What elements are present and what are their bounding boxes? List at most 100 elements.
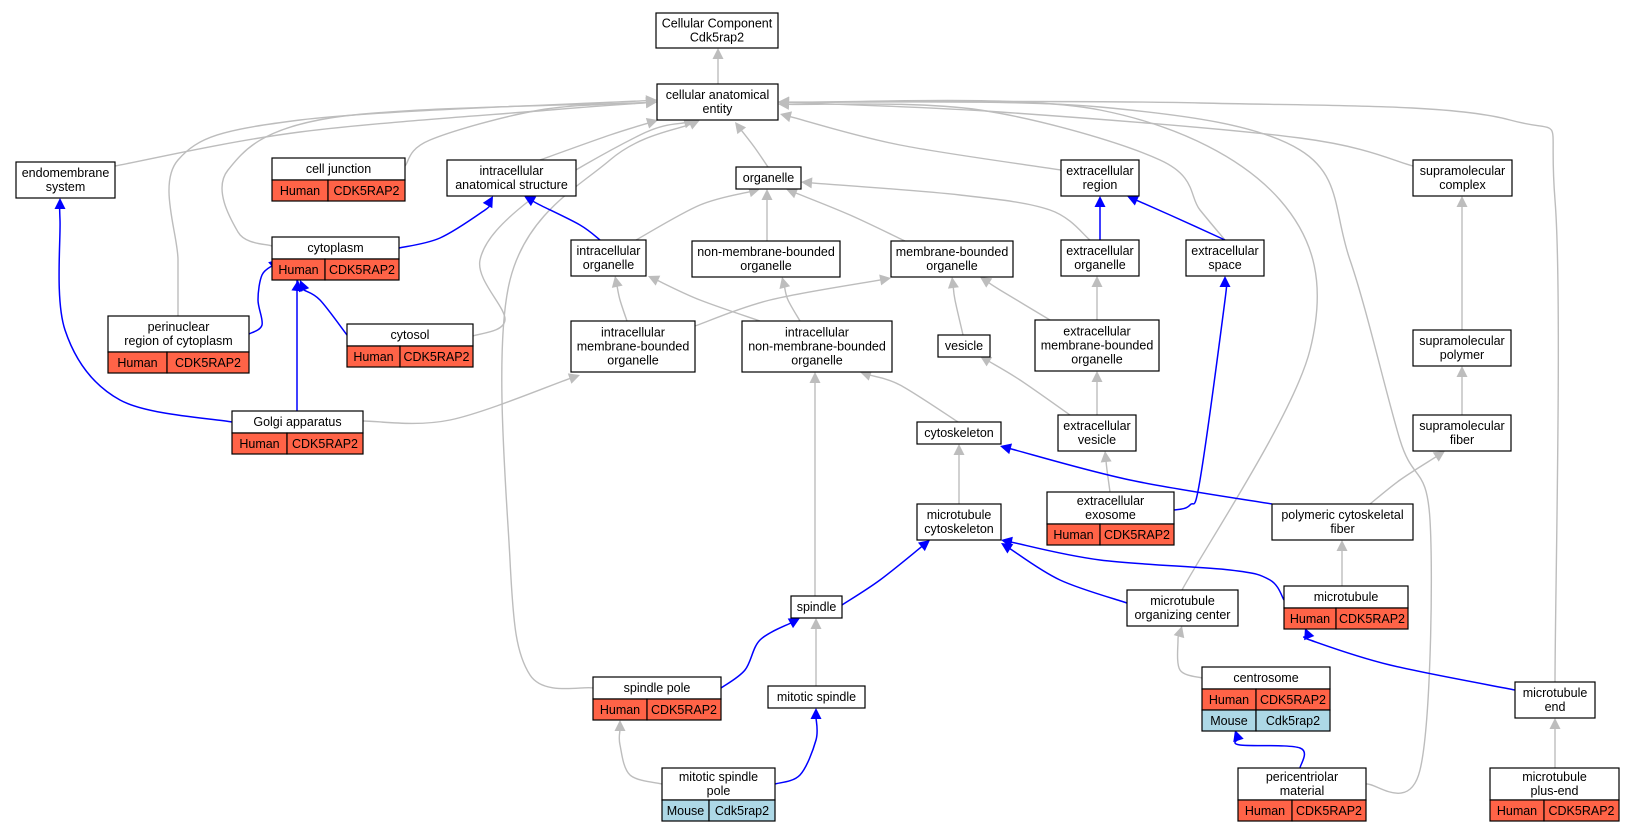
gene-label: CDK5RAP2 — [651, 703, 717, 717]
arrowhead — [1219, 276, 1231, 287]
edge-golgi-to-cytoplasm — [291, 280, 303, 411]
arrowhead — [1549, 718, 1561, 729]
arrowhead — [953, 444, 965, 455]
node-mitspindle[interactable]: mitotic spindle — [767, 685, 866, 709]
node-label: complex — [1439, 178, 1486, 192]
node-label: membrane-bounded — [577, 339, 690, 353]
edge-line — [952, 286, 964, 336]
species-label: Human — [239, 437, 279, 451]
node-inmbo[interactable]: intracellularnon-membrane-boundedorganel… — [741, 320, 893, 373]
node-box — [1185, 239, 1265, 277]
node-label: organelle — [607, 353, 658, 367]
gene-cell — [286, 432, 364, 455]
edge-endo-to-cae — [114, 97, 657, 167]
node-box — [1412, 329, 1512, 367]
arrowhead — [1094, 196, 1106, 207]
edge-line — [787, 99, 1319, 591]
node-organelle[interactable]: organelle — [735, 166, 802, 190]
arrowhead — [1127, 195, 1140, 206]
edge-line — [362, 377, 572, 425]
edge-extorg-to-extreg — [1094, 196, 1106, 240]
edge-nmbo-to-organelle — [761, 189, 773, 241]
edge-line — [301, 287, 348, 336]
arrowhead — [778, 96, 790, 108]
arrowhead — [645, 95, 657, 107]
node-box — [655, 12, 779, 49]
edge-line — [398, 203, 491, 249]
edge-centrosome-to-mtoc — [1173, 626, 1203, 679]
node-label: extracellular — [1077, 494, 1144, 508]
arrowhead — [1456, 366, 1468, 377]
node-vesicle[interactable]: vesicle — [937, 334, 991, 358]
node-label: entity — [703, 102, 734, 116]
edge-line — [1010, 541, 1285, 601]
node-box — [916, 503, 1002, 541]
species-label: Human — [117, 356, 157, 370]
node-label: organelle — [1074, 258, 1125, 272]
edge-line — [1008, 447, 1273, 505]
edge-exosome-to-extspace — [1173, 276, 1231, 511]
node-label: cytoskeleton — [924, 522, 994, 536]
node-cytoskeleton[interactable]: cytoskeleton — [916, 421, 1002, 445]
node-label: cell junction — [306, 162, 371, 176]
edge-line — [1135, 199, 1226, 241]
arrowhead — [1456, 196, 1468, 207]
node-box — [937, 334, 991, 358]
edge-line — [788, 115, 1062, 171]
node-box — [1046, 491, 1175, 525]
node-label: cytoplasm — [307, 241, 363, 255]
node-label: cellular anatomical — [666, 88, 770, 102]
node-box — [107, 315, 250, 353]
node-label: microtubule — [1522, 770, 1587, 784]
arrowhead — [761, 189, 773, 200]
arrowhead — [1001, 536, 1013, 548]
node-label: microtubule — [1150, 594, 1215, 608]
edge-mtcyto-to-cytoskeleton — [953, 444, 965, 504]
edge-msp-to-mitspindle — [774, 708, 822, 785]
arrowhead — [786, 188, 799, 199]
edge-extves-to-vesicle — [980, 356, 1071, 416]
edge-perinuc-to-cae — [168, 95, 657, 316]
node-spindle[interactable]: spindle — [790, 595, 843, 619]
arrowhead — [482, 196, 493, 209]
node-label: extracellular — [1066, 164, 1133, 178]
arrowhead — [1304, 628, 1315, 641]
edge-golgi-to-imbo — [362, 373, 580, 425]
node-label: organelle — [740, 259, 791, 273]
arrowhead — [1091, 371, 1103, 382]
